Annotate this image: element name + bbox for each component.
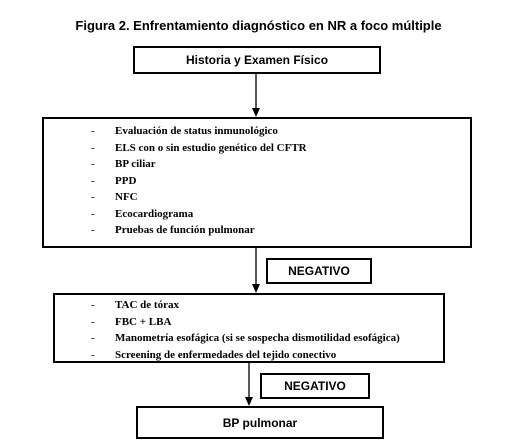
list-item: -FBC + LBA — [91, 315, 172, 328]
arrowhead-3 — [245, 397, 253, 406]
bp-pulmonar-label: BP pulmonar — [222, 415, 298, 430]
bp-pulmonar-box: BP pulmonar — [136, 406, 384, 439]
first-tests-box: -Evaluación de status inmunológico -ELS … — [42, 117, 472, 248]
second-tests-list: -TAC de tórax -FBC + LBA -Manometría eso… — [91, 297, 400, 363]
list-item: -Pruebas de función pulmonar — [91, 224, 255, 236]
history-exam-label: Historia y Examen Físico — [185, 53, 329, 67]
history-exam-box: Historia y Examen Físico — [133, 46, 381, 74]
arrowhead-2 — [252, 284, 260, 293]
list-item: -Manometría esofágica (si se sospecha di… — [91, 332, 400, 344]
negativo-label: NEGATIVO — [288, 264, 350, 278]
negativo-box-1: NEGATIVO — [266, 258, 372, 284]
negativo-box-2: NEGATIVO — [260, 373, 370, 399]
list-item: -BP ciliar — [91, 158, 156, 170]
list-item: -Ecocardiograma — [91, 207, 194, 220]
figure-title: Figura 2. Enfrentamiento diagnóstico en … — [75, 18, 442, 33]
negativo-label: NEGATIVO — [284, 379, 346, 393]
arrowhead-1 — [252, 108, 260, 117]
list-item: -Evaluación de status inmunológico — [91, 125, 278, 137]
first-tests-list: -Evaluación de status inmunológico -ELS … — [91, 123, 307, 239]
list-item: -PPD — [91, 174, 137, 187]
second-tests-box: -TAC de tórax -FBC + LBA -Manometría eso… — [53, 293, 445, 363]
list-item: -ELS con o sin estudio genético del CFTR — [91, 141, 307, 154]
list-item: -Screening de enfermedades del tejido co… — [91, 348, 337, 361]
list-item: -TAC de tórax — [91, 299, 179, 311]
list-item: -NFC — [91, 191, 138, 203]
